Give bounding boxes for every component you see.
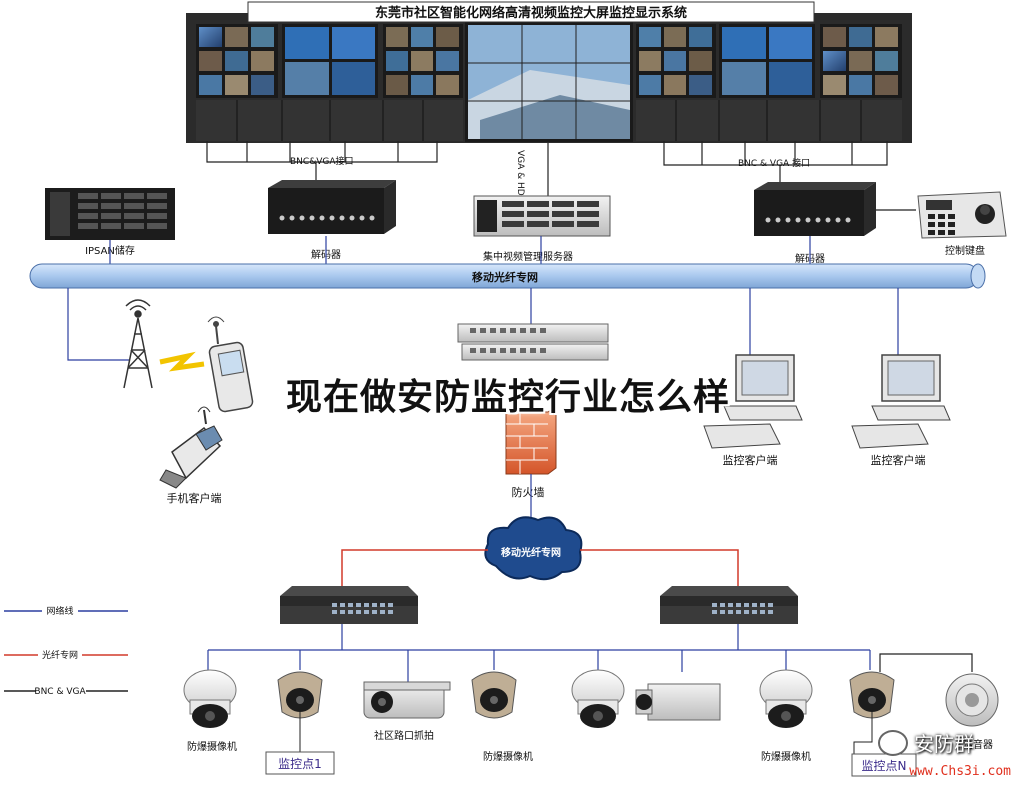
monitor-client-2-label: 监控客户端: [871, 453, 926, 467]
legend-network-label: 网络线: [46, 605, 73, 617]
dome-camera-3: [759, 669, 813, 728]
site-url: www.Chs3i.com: [909, 764, 1011, 779]
keyboard-label: 控制键盘: [945, 244, 985, 257]
mobile-phone: [207, 316, 254, 413]
bnc-lines: [206, 141, 916, 211]
cloud-icon: [484, 516, 583, 581]
control-keyboard: [917, 191, 1007, 239]
point-n-box: [851, 753, 917, 777]
backbone-pipe: [29, 263, 986, 289]
bullet-camera: [363, 681, 451, 719]
access-switch-right: [660, 586, 798, 624]
firewall-label: 防火墙: [512, 485, 545, 499]
cloud-label: 移动光纤专网: [501, 546, 561, 559]
watermark: 安防群: [878, 728, 974, 757]
wechat-icon: [878, 729, 908, 756]
monitor-client-2-computer: [851, 354, 951, 449]
box-camera: [635, 683, 721, 721]
point-1-box: [265, 751, 335, 775]
cam-explosion-2-label: 防爆摄像机: [483, 750, 533, 763]
ipsan-storage: [45, 188, 175, 240]
decoder-left: [268, 180, 396, 234]
handset: [159, 406, 223, 489]
cam-explosion-1-label: 防爆摄像机: [187, 740, 237, 753]
wireless-signal: [159, 351, 205, 372]
speaker-icon: [945, 673, 999, 727]
firewall-icon: [505, 405, 557, 475]
bnc-vga-left-label: BNC&VGA接口: [290, 155, 354, 167]
wall-title: 东莞市社区智能化网络高清视频监控大屏监控显示系统: [375, 5, 687, 21]
video-wall-center-screen: [465, 22, 633, 142]
dome-camera-1: [183, 669, 237, 728]
legend-fiber-label: 光纤专网: [42, 649, 78, 661]
dome-camera-2: [571, 669, 625, 728]
core-switch: [457, 323, 609, 361]
speaker-bnc-link: [879, 653, 973, 672]
cam-explosion-3-label: 防爆摄像机: [761, 750, 811, 763]
central-server: [473, 195, 611, 237]
point-n-label: 监控点N: [862, 759, 907, 773]
legend: 网络线 光纤专网 BNC & VGA: [4, 604, 128, 697]
vandal-camera-2: [471, 671, 517, 719]
mobile-client-label: 手机客户端: [167, 491, 222, 505]
point-n-connector: [853, 712, 873, 754]
video-wall-right-screens: [636, 24, 902, 98]
video-wall: 东莞市社区智能化网络高清视频监控大屏监控显示系统: [186, 1, 912, 143]
radio-tower: [123, 299, 153, 389]
access-switch-left: [280, 586, 418, 624]
fiber-links: [341, 549, 739, 592]
video-wall-cabinets: [196, 100, 902, 141]
camera-network-links: [207, 624, 871, 682]
speaker-label: 语音器: [963, 738, 993, 751]
monitor-client-1-label: 监控客户端: [723, 453, 778, 467]
video-wall-left-screens: [196, 24, 463, 98]
wall-title-box: [247, 1, 815, 23]
central-server-label: 集中视频管理服务器: [483, 250, 573, 263]
decoder-right: [754, 182, 876, 236]
point-1-label: 监控点1: [278, 757, 322, 771]
overlay-title: 现在做安防监控行业怎么样: [286, 377, 731, 418]
backbone-label: 移动光纤专网: [472, 270, 538, 284]
legend-bnc-label: BNC & VGA: [34, 687, 86, 697]
network-links-top: [109, 236, 811, 264]
vandal-camera-1: [277, 671, 323, 719]
cam-road-label: 社区路口抓拍: [374, 729, 434, 742]
watermark-text: 安防群: [914, 732, 974, 756]
vandal-camera-3: [849, 671, 895, 719]
network-links-mid: [67, 288, 899, 361]
bnc-vga-right-label: BNC & VGA 接口: [738, 157, 810, 169]
monitor-client-1-computer: [703, 354, 803, 449]
